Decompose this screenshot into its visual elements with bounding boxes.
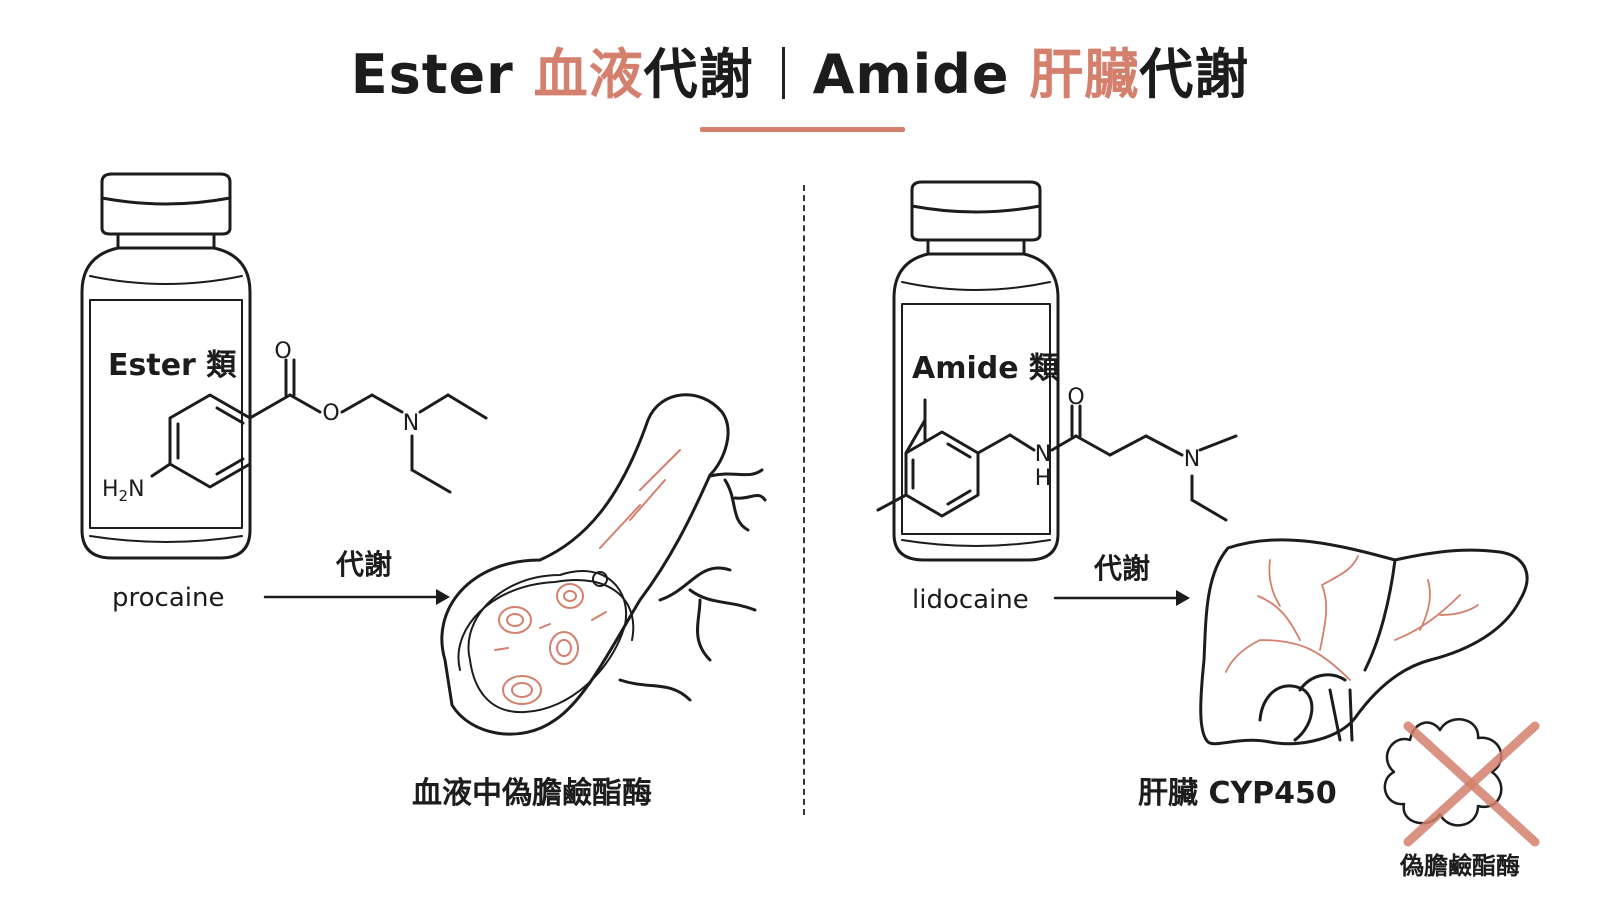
enzyme-crossed-icon bbox=[1383, 718, 1540, 847]
lidocaine-label: lidocaine bbox=[912, 585, 1029, 615]
atom-h: H bbox=[1035, 466, 1052, 491]
title-amide-suffix: 代謝 bbox=[1139, 43, 1250, 106]
atom-o: O bbox=[1067, 385, 1084, 410]
right-caption: 肝臟 CYP450 bbox=[1138, 776, 1337, 811]
procaine-structure bbox=[150, 358, 488, 494]
vial-icon bbox=[892, 180, 1060, 562]
left-caption: 血液中偽膽鹼酯酶 bbox=[412, 776, 652, 811]
blood-vessel-icon bbox=[440, 393, 767, 736]
procaine-label: procaine bbox=[112, 583, 225, 613]
lidocaine-structure bbox=[876, 398, 1238, 522]
arrow-right-icon bbox=[263, 589, 450, 605]
title-amide-word: Amide bbox=[812, 43, 1010, 106]
atom-n: N bbox=[1184, 447, 1200, 472]
title-ester-highlight: 血液 bbox=[533, 43, 644, 106]
left-arrow-label: 代謝 bbox=[336, 548, 393, 581]
atom-n: N bbox=[1035, 442, 1051, 467]
title-ester-suffix: 代謝 bbox=[643, 43, 754, 106]
ester-vial-label: Ester 類 bbox=[108, 348, 237, 383]
atom-o: O bbox=[322, 401, 339, 426]
title-ester-word: Ester bbox=[350, 43, 514, 106]
atom-nh2: H2N bbox=[102, 477, 145, 505]
title-separator bbox=[781, 47, 785, 99]
atom-n: N bbox=[403, 411, 419, 436]
liver-icon bbox=[1199, 538, 1529, 746]
amide-vial-label: Amide 類 bbox=[912, 351, 1060, 386]
title-amide-highlight: 肝臟 bbox=[1029, 43, 1140, 106]
arrow-right-icon bbox=[1053, 590, 1190, 606]
center-divider bbox=[803, 185, 805, 815]
crossed-enzyme-label: 偽膽鹼酯酶 bbox=[1400, 852, 1520, 880]
title-underline bbox=[700, 127, 905, 132]
right-arrow-label: 代謝 bbox=[1094, 552, 1151, 585]
atom-o: O bbox=[274, 339, 291, 364]
